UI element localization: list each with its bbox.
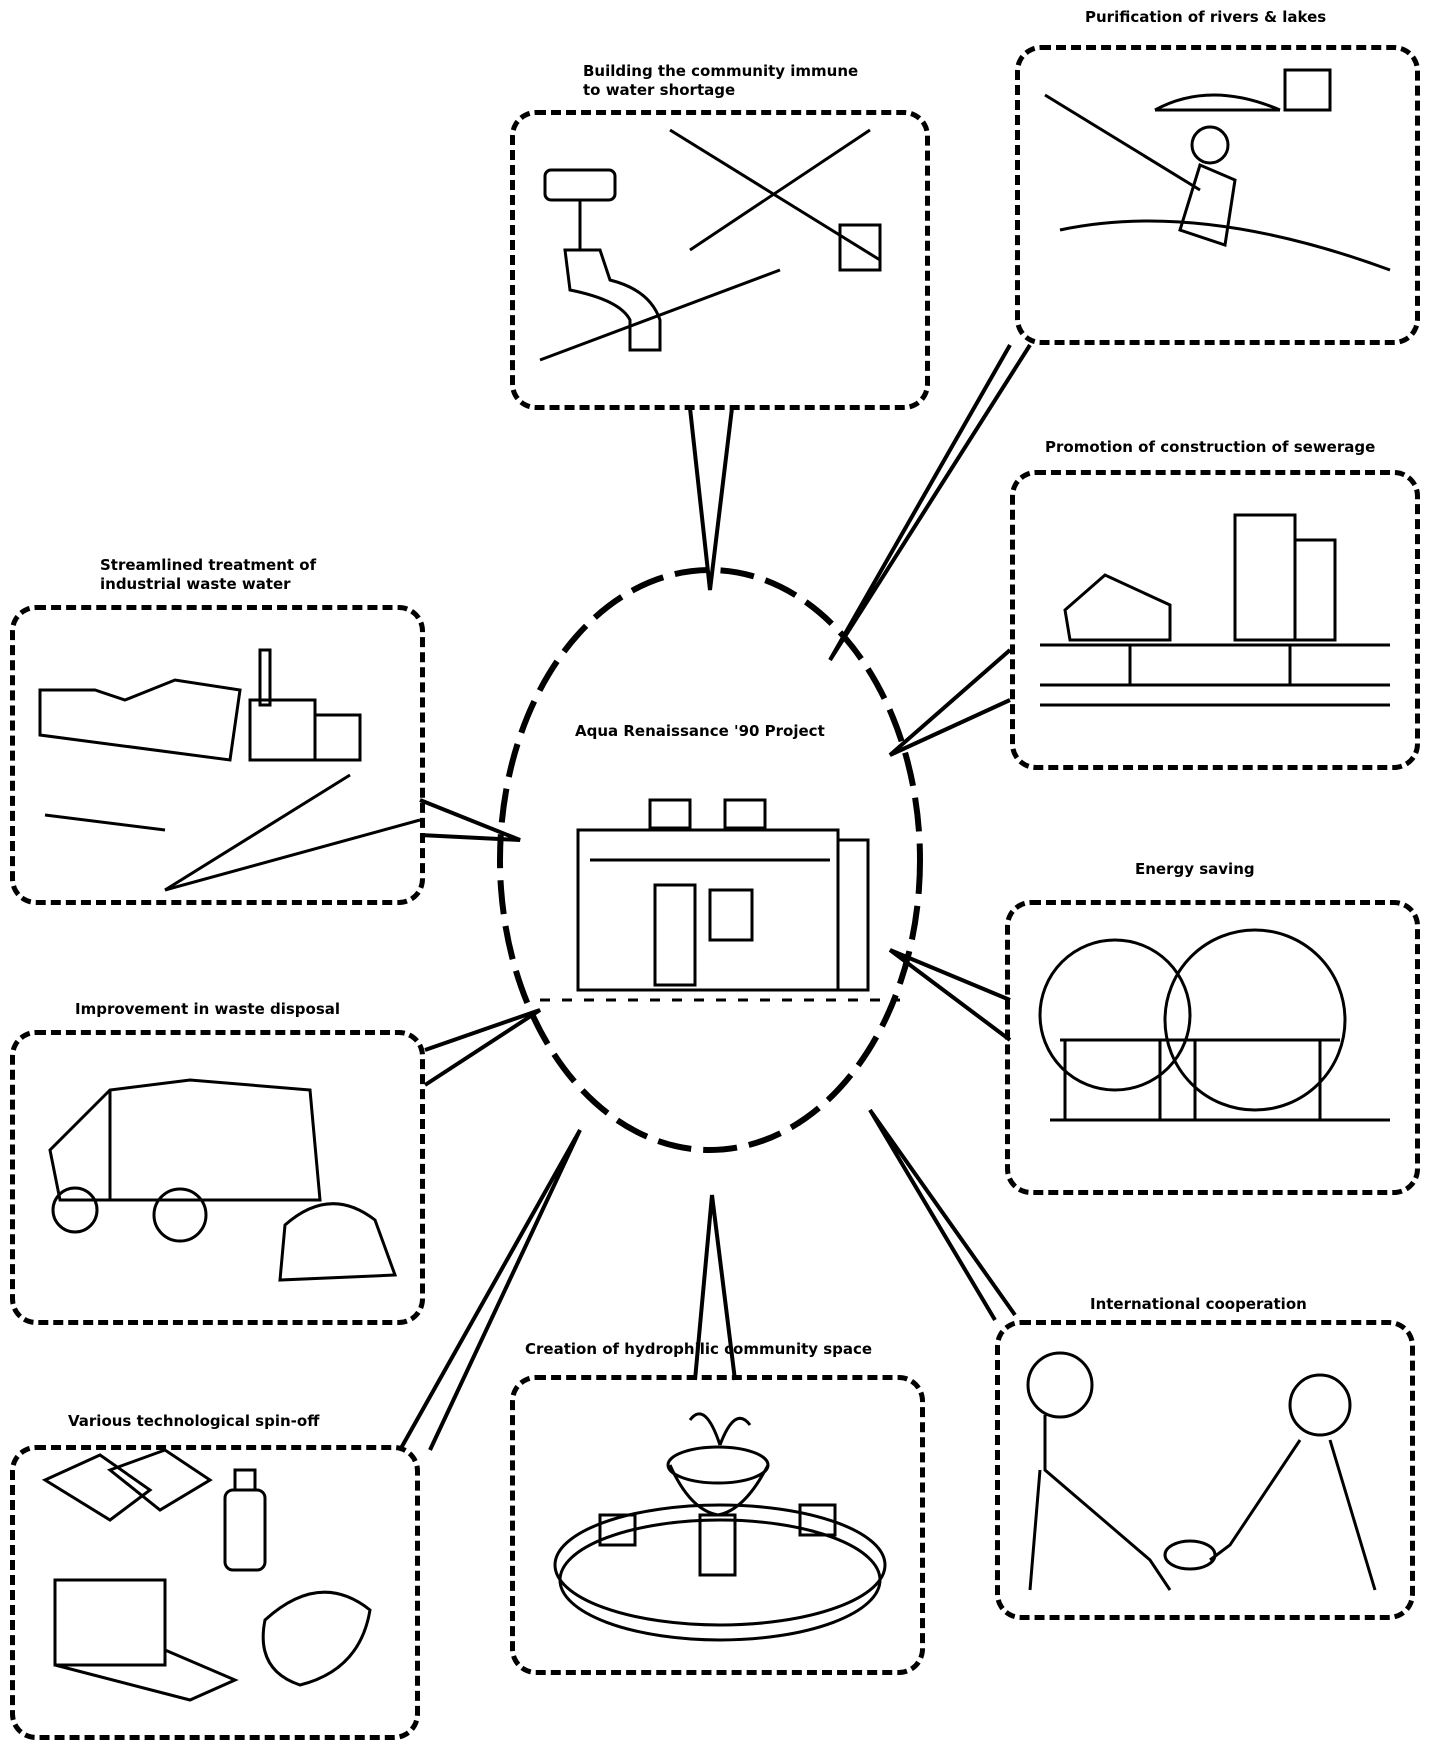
fountain-drawing (553, 1412, 887, 1642)
factory-drawing (38, 648, 421, 892)
panel-international (995, 1320, 1415, 1620)
label-spinoff: Various technological spin-off (68, 1412, 320, 1430)
connector-sewerage (888, 648, 1012, 757)
center-title: Aqua Renaissance '90 Project (575, 722, 825, 740)
fishing-scene-drawing (1044, 68, 1391, 272)
treatment-plant-drawing (540, 798, 900, 1002)
panel-hydrophilic (510, 1375, 925, 1675)
connector-international (868, 1108, 1017, 1322)
label-industrial-1: Streamlined treatment of (100, 556, 317, 574)
label-water-shortage-2: to water shortage (583, 81, 736, 99)
handshake-drawing (1026, 1351, 1377, 1591)
garbage-truck-drawing (48, 1078, 398, 1282)
label-water-shortage-1: Building the community immune (583, 62, 859, 80)
connector-waste (423, 1008, 542, 1087)
connector-spinoff (398, 1129, 582, 1451)
houses-drawing (1040, 513, 1390, 707)
label-rivers-lakes: Purification of rivers & lakes (1085, 8, 1327, 26)
panel-rivers-lakes (1015, 45, 1420, 345)
connector-hydrophilic (693, 1194, 737, 1381)
connector-water-shortage (688, 407, 734, 591)
spinoff-items-drawing (41, 1448, 372, 1702)
panel-energy (1005, 900, 1420, 1195)
panel-waste-disposal (10, 1030, 425, 1325)
connector-energy (888, 948, 1012, 1042)
spherical-tanks-drawing (1038, 928, 1390, 1122)
label-industrial-2: industrial waste water (100, 575, 291, 593)
panel-sewerage (1010, 470, 1420, 770)
label-international: International cooperation (1090, 1295, 1307, 1313)
panel-water-shortage (510, 110, 930, 410)
connector-rivers (828, 343, 1032, 662)
label-hydrophilic: Creation of hydrophilic community space (525, 1340, 873, 1358)
connector-industrial (419, 798, 521, 842)
label-sewerage: Promotion of construction of sewerage (1045, 438, 1376, 456)
center-ellipse (497, 567, 923, 1153)
label-waste-disposal: Improvement in waste disposal (75, 1000, 341, 1018)
panel-industrial (10, 605, 425, 905)
faucet-drawing (539, 128, 882, 362)
panel-spinoff (10, 1445, 420, 1740)
label-energy: Energy saving (1135, 860, 1255, 878)
